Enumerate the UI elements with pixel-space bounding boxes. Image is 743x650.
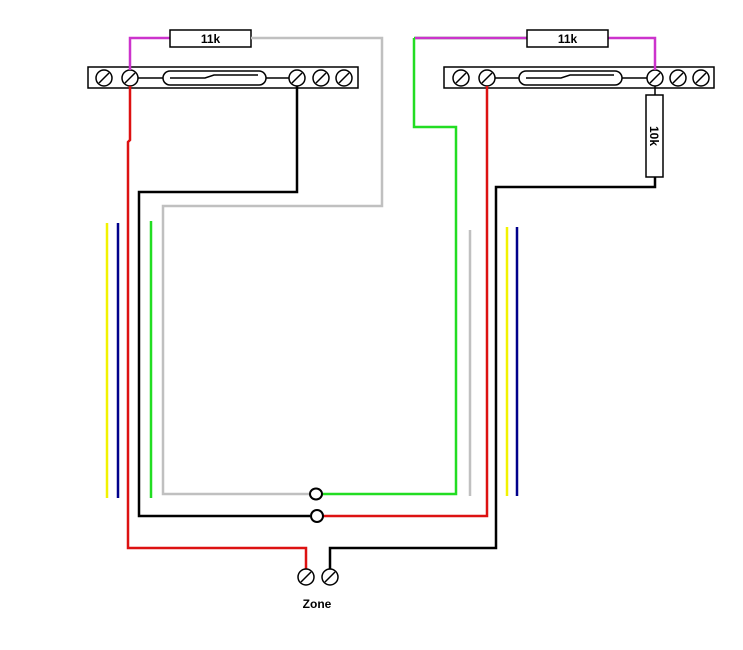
zone-label: Zone bbox=[303, 597, 332, 611]
upper-junction-connector bbox=[309, 487, 323, 501]
left-black-wire bbox=[137, 86, 310, 518]
right-10k-label: 10k bbox=[647, 126, 661, 146]
right-11k-label: 11k bbox=[558, 32, 578, 46]
left-11k-label: 11k bbox=[201, 32, 221, 46]
left-grey-wire bbox=[161, 36, 384, 496]
zone-terminals bbox=[297, 568, 339, 586]
left-terminal-block bbox=[87, 66, 359, 89]
right-terminal-block bbox=[443, 66, 715, 89]
left-reed-switch-icon bbox=[138, 70, 289, 86]
left-magenta-wire bbox=[128, 36, 170, 70]
right-magenta-wire bbox=[608, 36, 657, 70]
right-11k-resistor: 11k bbox=[526, 29, 609, 48]
lower-junction-connector bbox=[310, 509, 324, 523]
right-red-wire bbox=[323, 86, 489, 518]
left-red-wire bbox=[126, 86, 308, 570]
right-10k-resistor: 10k bbox=[645, 94, 664, 178]
right-black-wire bbox=[328, 177, 657, 570]
right-reed-switch-icon bbox=[495, 70, 647, 86]
left-11k-resistor: 11k bbox=[169, 29, 252, 48]
